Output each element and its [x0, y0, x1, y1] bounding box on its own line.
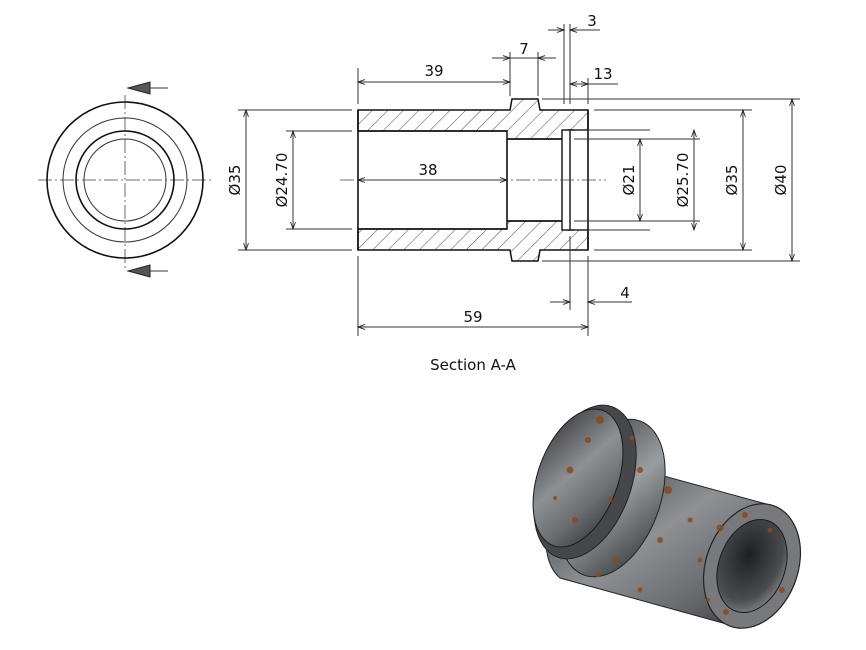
rust-spots: [553, 416, 785, 615]
section-caption: Section A-A: [430, 356, 517, 374]
dim-length-39: 39: [424, 62, 443, 80]
part-left-end: [532, 408, 624, 548]
dim-diameter-21: Ø21: [620, 165, 638, 196]
end-view-inner-circle: [83, 138, 167, 222]
end-view: [38, 81, 212, 278]
dim-diameter-25-70: Ø25.70: [674, 153, 692, 208]
end-view-bore-circle: [75, 130, 175, 230]
dim-diameter-40: Ø40: [772, 165, 790, 196]
part-3d-render: [532, 404, 802, 629]
dim-diameter-35-left: Ø35: [226, 165, 244, 196]
dimension-labels: 39 7 3 13 38 59 4 Ø35 Ø24.70 Ø21 Ø25.70 …: [226, 12, 790, 374]
end-view-flange-circle: [62, 117, 188, 243]
section-arrow-bottom-icon: [126, 264, 151, 278]
dim-length-38: 38: [418, 161, 437, 179]
dim-length-7: 7: [519, 40, 529, 58]
dim-length-59: 59: [463, 308, 482, 326]
dim-length-4: 4: [620, 284, 630, 302]
part-bore: [716, 519, 788, 613]
dimension-lines: [238, 24, 800, 336]
section-arrow-top-icon: [126, 81, 151, 95]
dim-diameter-35-right: Ø35: [723, 165, 741, 196]
dim-length-13: 13: [593, 65, 612, 83]
section-lower-wall: [357, 220, 589, 262]
dim-diameter-24-70: Ø24.70: [273, 153, 291, 208]
dim-length-3: 3: [587, 12, 597, 30]
end-view-outer-circle: [46, 101, 204, 259]
section-upper-wall: [357, 98, 589, 140]
